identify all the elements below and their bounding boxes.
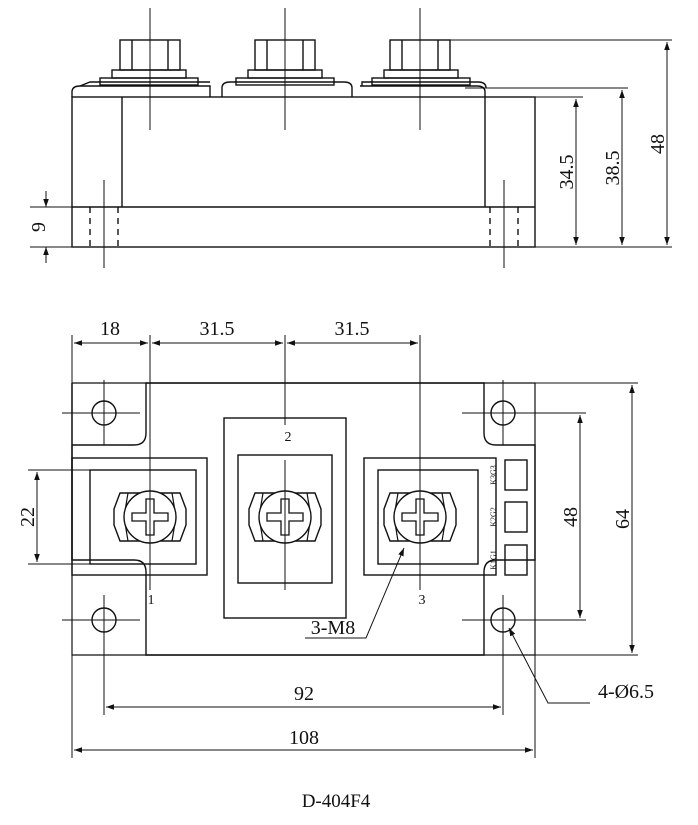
terminal-3-frame — [363, 457, 497, 576]
dim-hole-pitch-vertical: 48 — [560, 507, 582, 527]
gate-label-k3g3: K3G3 — [489, 465, 498, 485]
dim-length: 108 — [289, 727, 319, 749]
dim-terminal-height: 38.5 — [602, 151, 624, 186]
gate-terminals — [504, 459, 528, 576]
dim-terminal-window: 22 — [17, 507, 39, 527]
terminal-2-label: 2 — [285, 430, 292, 445]
terminal-1-label: 1 — [148, 593, 155, 608]
gate-label-k2g2: K2G2 — [489, 507, 498, 527]
dim-hole-pitch-horizontal: 92 — [294, 683, 314, 705]
centerlines-side — [103, 8, 505, 268]
drawing-caption: D-404F4 — [302, 791, 371, 812]
hole-callout: 4-Ø6.5 — [598, 681, 654, 703]
dim-left-offset: 18 — [100, 318, 120, 340]
screw-leader — [305, 547, 405, 639]
centerlines-top — [62, 335, 540, 715]
dim-base-height: 9 — [28, 222, 50, 232]
dim-pitch-2: 31.5 — [335, 318, 370, 340]
module-body — [71, 96, 536, 248]
dim-body-height: 34.5 — [556, 155, 578, 190]
terminal-1-frame — [71, 457, 208, 576]
hidden-holes — [89, 207, 519, 247]
gate-label-k1g1: K1G1 — [489, 550, 498, 570]
dim-pitch-1: 31.5 — [200, 318, 235, 340]
side-view — [30, 8, 672, 268]
dim-width: 64 — [612, 509, 634, 529]
hole-leader — [508, 627, 590, 704]
terminal-3-label: 3 — [419, 593, 426, 608]
screw-callout: 3-M8 — [311, 617, 355, 639]
dim-total-height: 48 — [647, 134, 669, 154]
terminal-bases — [79, 81, 487, 97]
